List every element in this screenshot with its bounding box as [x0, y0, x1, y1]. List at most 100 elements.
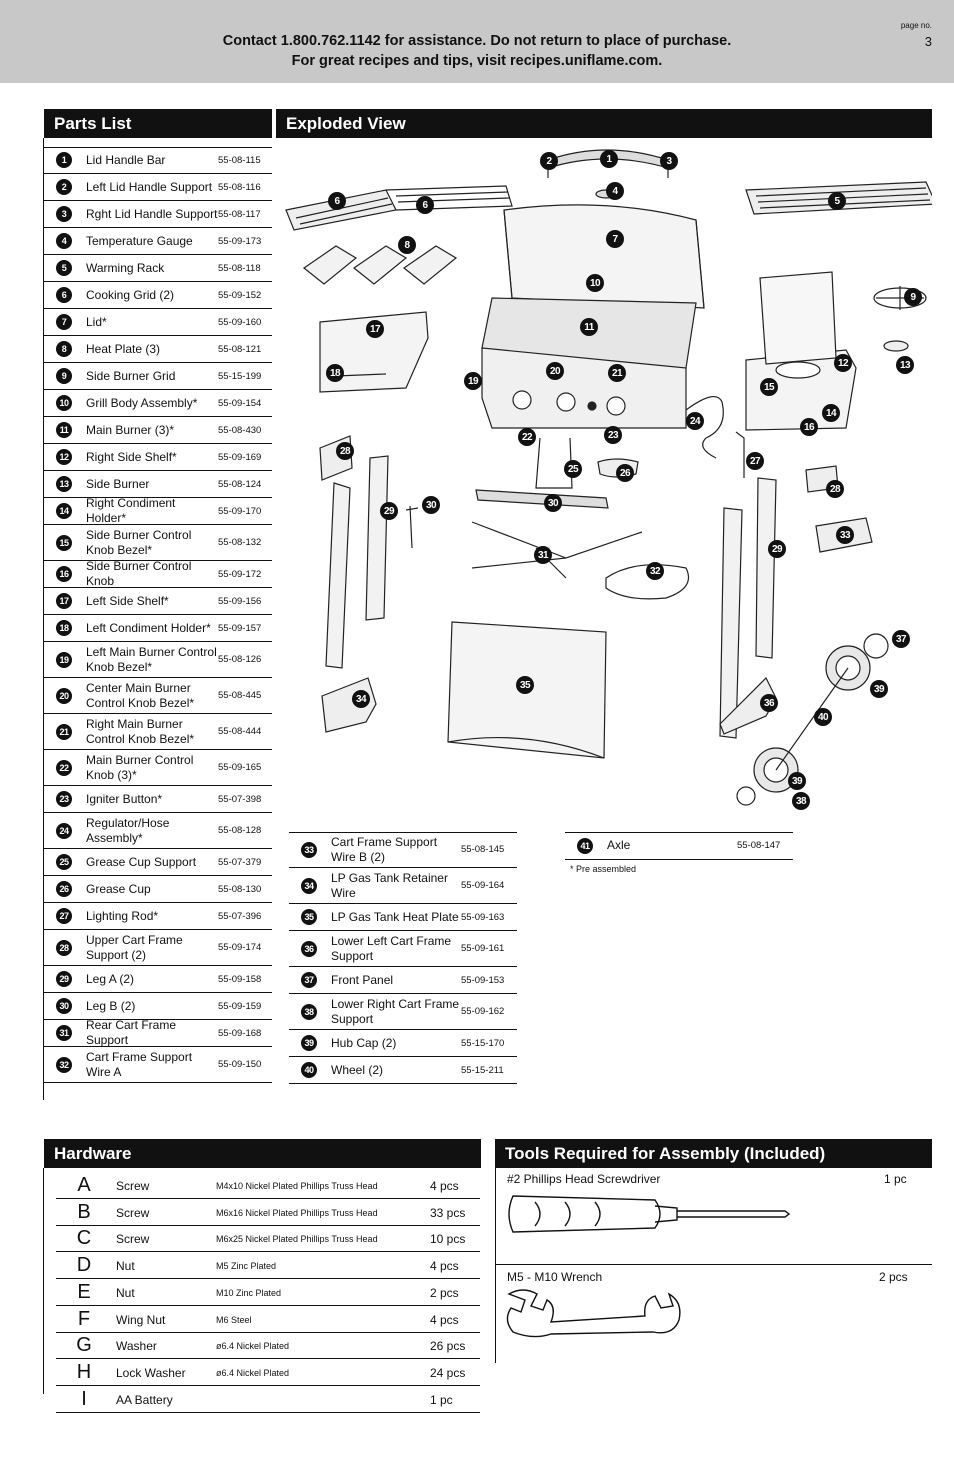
hardware-letter: E [77, 1280, 91, 1303]
callout-badge: 26 [616, 464, 634, 482]
part-name: Upper Cart Frame Support (2) [86, 932, 183, 962]
part-code: 55-15-211 [461, 1064, 504, 1076]
part-number-badge: 9 [56, 368, 72, 384]
part-name: Main Burner Control Knob (3)* [86, 752, 194, 782]
page-number-label: page no. [900, 21, 932, 30]
callout-badge: 40 [814, 708, 832, 726]
parts-top-border [565, 832, 793, 833]
part-number-badge: 36 [301, 940, 317, 957]
hardware-name: Screw [116, 1179, 150, 1193]
part-number-badge: 4 [56, 233, 72, 249]
callout-badge: 38 [792, 792, 810, 810]
part-code: 55-09-153 [461, 974, 505, 986]
part-number-badge: 30 [56, 998, 72, 1014]
part-name: Regulator/Hose Assembly* [86, 815, 170, 845]
part-number-badge: 35 [301, 909, 317, 925]
part-number-badge: 33 [301, 841, 317, 858]
part-name: Side Burner Control Knob [86, 559, 192, 588]
callout-badge: 34 [352, 690, 370, 708]
hardware-letter: B [77, 1200, 91, 1223]
part-name: Side Burner Control Knob Bezel* [86, 527, 192, 557]
callout-badge: 1 [600, 150, 618, 168]
hardware-description: M10 Zinc Plated [216, 1287, 282, 1298]
hardware-quantity: 24 pcs [430, 1365, 466, 1380]
part-number-badge: 38 [301, 1003, 317, 1020]
part-name: Grease Cup Support [86, 854, 197, 869]
part-number-badge: 10 [56, 395, 72, 411]
part-name: Left Lid Handle Support [86, 179, 213, 194]
part-code: 55-08-145 [461, 844, 505, 855]
part-code: 55-09-157 [218, 622, 262, 634]
part-code: 55-07-398 [218, 793, 262, 805]
part-number-badge: 6 [56, 287, 72, 303]
part-code: 55-09-170 [218, 505, 262, 517]
hardware-letter: G [76, 1334, 92, 1357]
part-name: Left Side Shelf* [86, 593, 169, 608]
tool-screwdriver-name: #2 Phillips Head Screwdriver [507, 1172, 661, 1186]
part-code: 55-09-164 [461, 880, 505, 891]
part-name: Lid Handle Bar [86, 152, 166, 167]
part-number-badge: 5 [56, 260, 72, 276]
callout-badge: 4 [606, 182, 624, 200]
part-number-badge: 18 [56, 620, 72, 636]
parts-list-rule [43, 138, 44, 1100]
part-number-badge: 15 [56, 534, 72, 551]
part-code: 55-09-162 [461, 1006, 505, 1017]
callout-badge: 14 [822, 404, 840, 422]
screwdriver-icon [508, 1195, 791, 1233]
part-code: 55-15-199 [218, 370, 262, 382]
part-number-badge: 28 [56, 939, 72, 956]
hardware-letter: F [77, 1307, 91, 1330]
part-name: Left Condiment Holder* [86, 620, 211, 635]
part-code: 55-08-147 [737, 840, 781, 851]
contact-line-1: Contact 1.800.762.1142 for assistance. D… [222, 33, 732, 49]
hardware-quantity: 26 pcs [430, 1339, 466, 1354]
callout-badge: 27 [746, 452, 764, 470]
part-number-badge: 27 [56, 908, 72, 924]
callout-badge: 16 [800, 418, 818, 436]
part-number-badge: 25 [56, 854, 72, 870]
part-name: Cart Frame Support Wire A [86, 1049, 193, 1079]
part-number-badge: 32 [56, 1056, 72, 1073]
part-code: 55-08-132 [218, 537, 262, 548]
callout-badge: 25 [564, 460, 582, 478]
part-name: Right Main Burner Control Knob Bezel* [86, 716, 195, 746]
hardware-quantity: 4 pcs [430, 1312, 459, 1327]
part-name: Warming Rack [86, 260, 165, 275]
callout-badge: 30 [422, 496, 440, 514]
part-name: Side Burner Grid [86, 368, 176, 383]
part-code: 55-07-379 [218, 856, 262, 868]
exploded-view-title: Exploded View [276, 109, 932, 138]
header-banner: Contact 1.800.762.1142 for assistance. D… [0, 0, 954, 83]
callout-badge: 12 [834, 354, 852, 372]
part-name: Center Main Burner Control Knob Bezel* [86, 680, 195, 710]
callout-badge: 37 [892, 630, 910, 648]
part-number-badge: 29 [56, 971, 72, 987]
part-number-badge: 16 [56, 566, 72, 582]
part-code: 55-09-174 [218, 942, 262, 953]
part-code: 55-09-163 [461, 911, 505, 923]
part-code: 55-07-396 [218, 910, 262, 922]
parts-list-title: Parts List [44, 109, 272, 138]
callout-badge: 6 [328, 192, 346, 210]
part-code: 55-08-117 [218, 208, 261, 220]
tools-title: Tools Required for Assembly (Included) [495, 1139, 932, 1168]
part-code: 55-08-118 [218, 262, 261, 274]
part-code: 55-08-121 [218, 343, 262, 355]
